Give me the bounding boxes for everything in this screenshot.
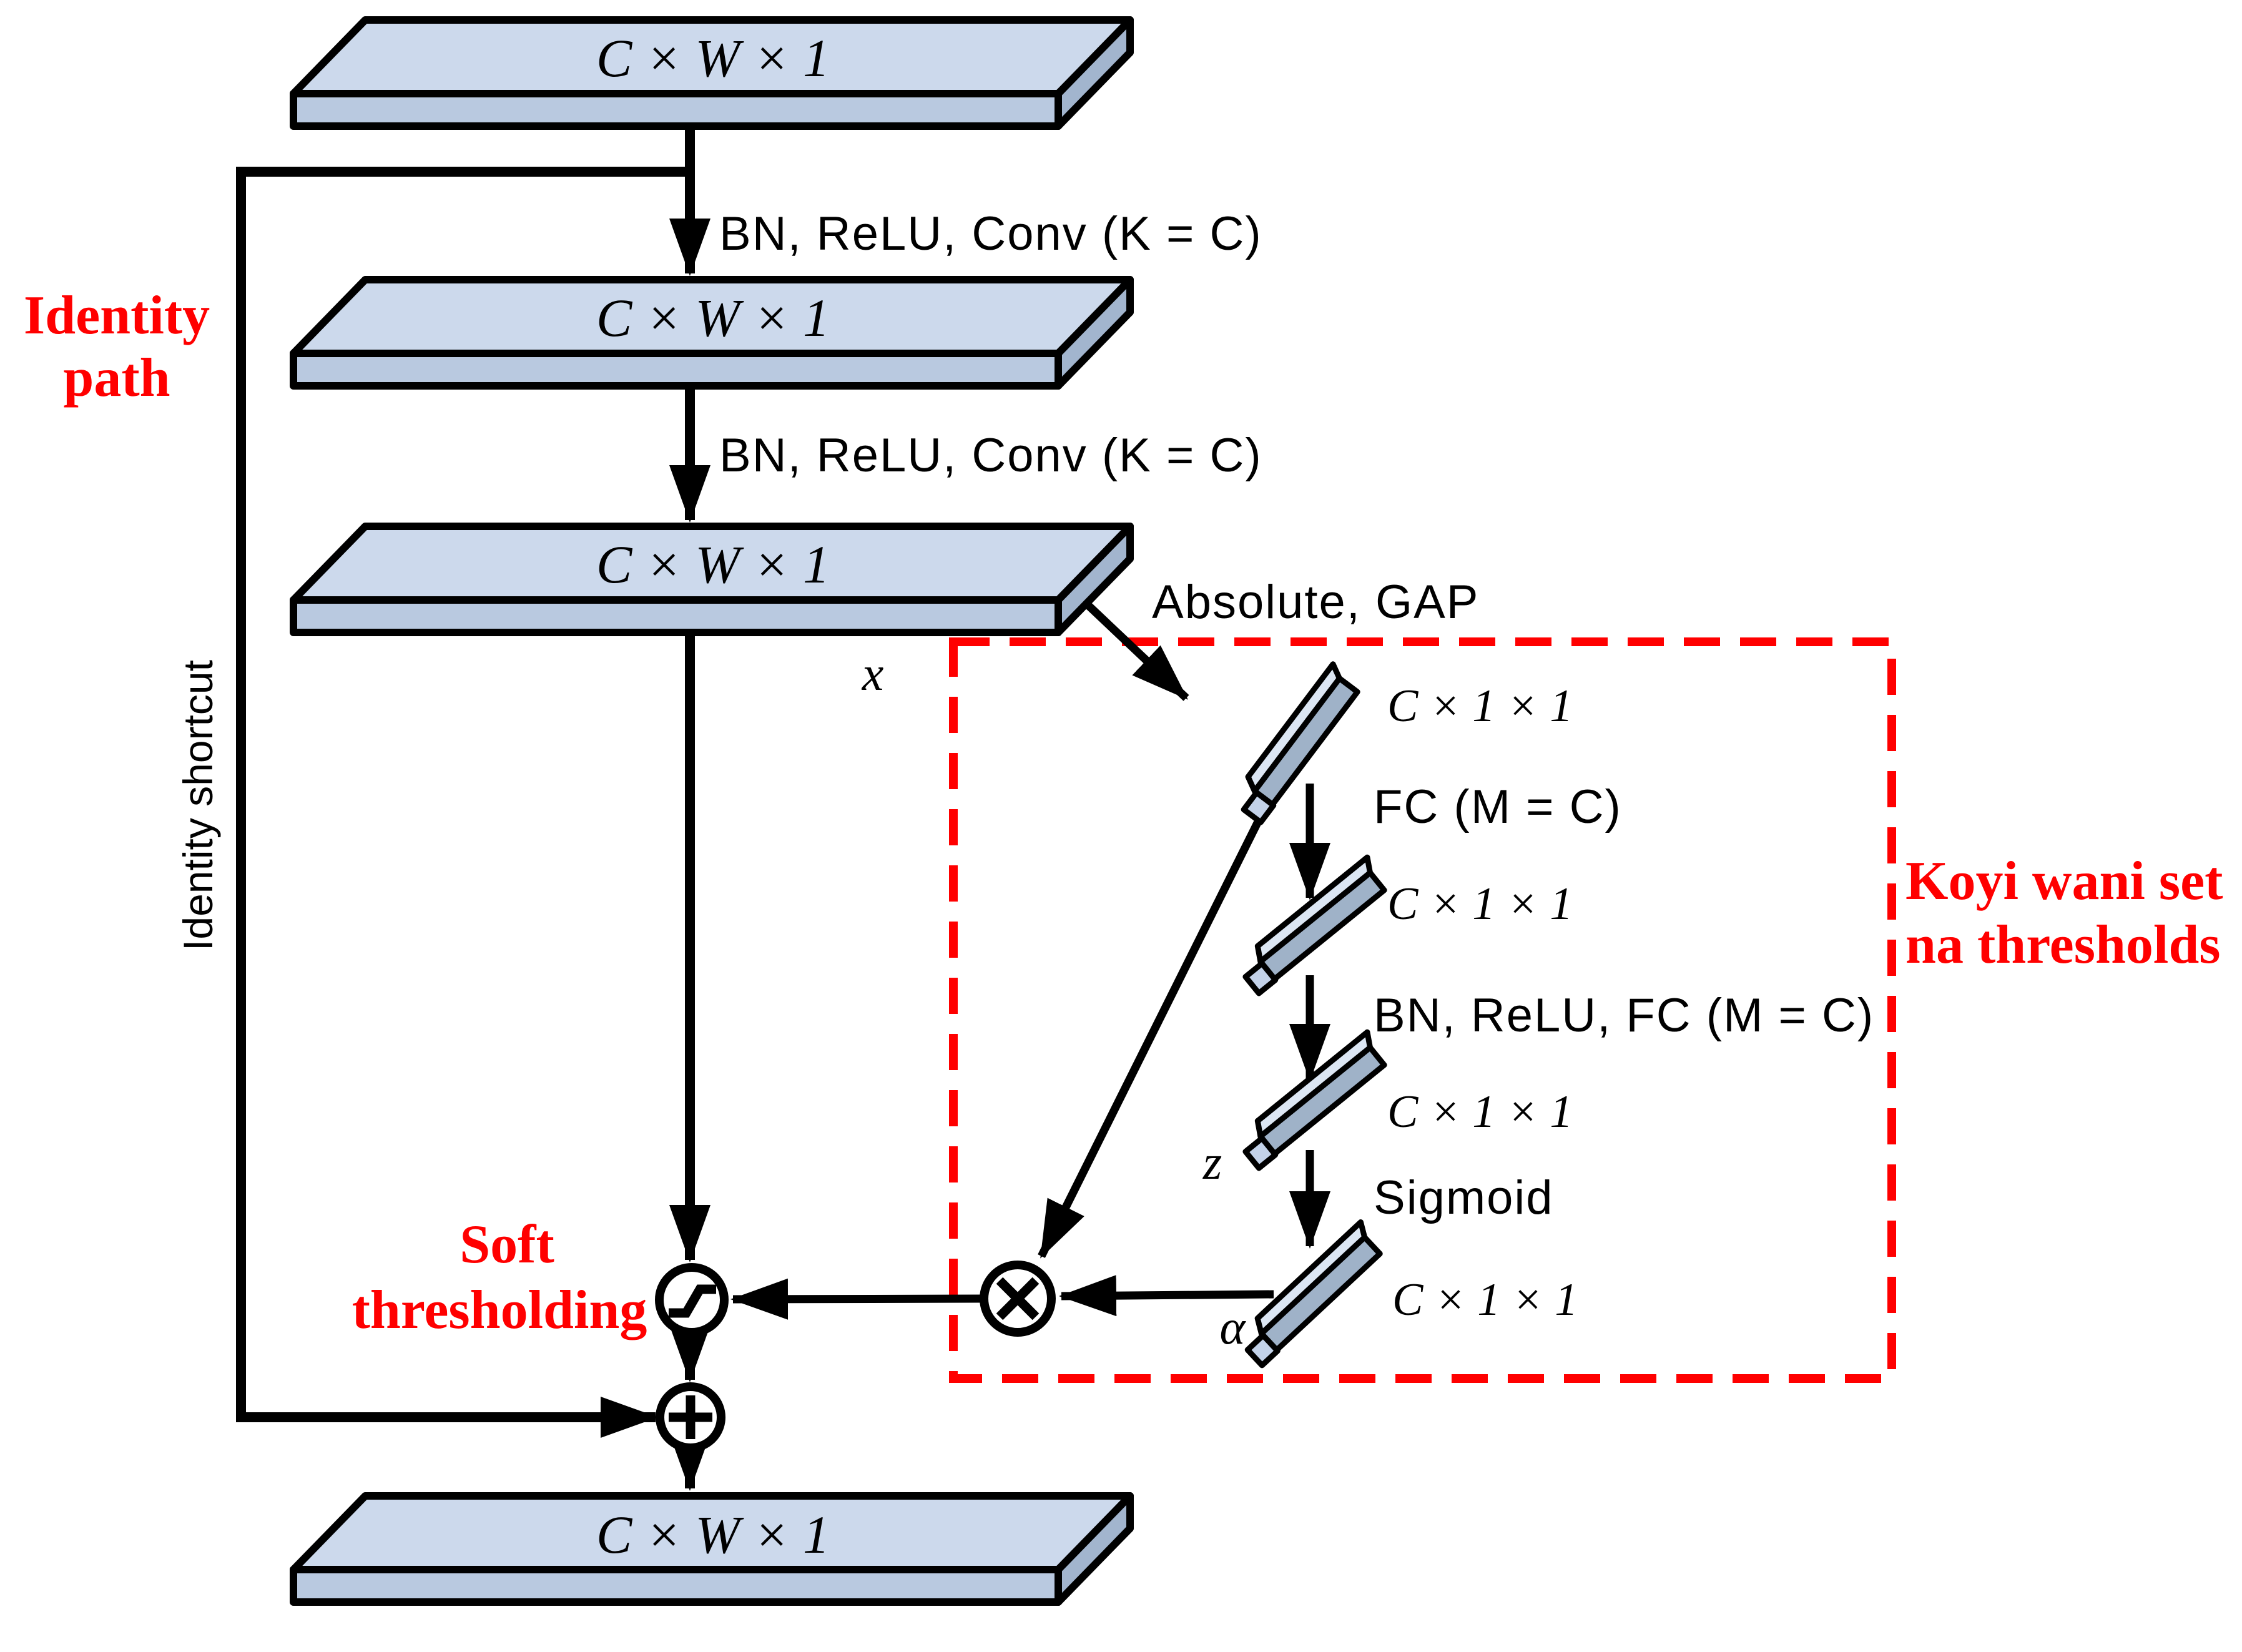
x-var-label: x [862,646,884,701]
feature-bar-z [1242,1029,1387,1171]
output-slab-dims-label: C × W × 1 [596,1505,830,1565]
slab3-dims-label: C × W × 1 [596,534,830,594]
identity-shortcut-label: Identity shortcut [175,660,221,951]
identity-shortcut-line [236,167,695,1438]
slab2-dims-label: C × W × 1 [596,288,830,348]
threshold-note-line1: Koyi wani set [1905,851,2223,912]
soft-thresholding-label-line1: Soft [460,1214,554,1275]
connector-lines [236,122,1330,1491]
block4-dims-label: C × 1 × 1 [1392,1274,1578,1325]
tensor-slab-3 [290,523,1134,636]
multiply-icon [980,1261,1056,1337]
tensor-slab-input [290,16,1134,130]
block2-dims-label: C × 1 × 1 [1387,878,1573,930]
alpha-var-label: α [1220,1300,1247,1354]
absolute-gap-label: Absolute, GAP [1152,576,1480,629]
arrow-x-to-multiply [1038,815,1264,1259]
sigmoid-label: Sigmoid [1374,1171,1554,1224]
conv2-label: BN, ReLU, Conv (K = C) [719,429,1262,482]
feature-bar-fc1 [1242,854,1387,996]
identity-path-label-line1: Identity [24,285,210,346]
identity-path-label-line2: path [63,348,170,408]
z-var-label: z [1202,1135,1222,1189]
tensor-slab-output [290,1492,1134,1606]
arrow-alpha-to-multiply [1059,1275,1274,1317]
add-icon [656,1382,725,1452]
soft-threshold-icon [655,1263,729,1337]
feature-bar-alpha [1244,1219,1383,1369]
threshold-note-line2: na thresholds [1905,915,2221,975]
tensor-slab-2 [290,276,1134,390]
block1-dims-label: C × 1 × 1 [1387,681,1573,732]
slab1-dims-label: C × W × 1 [596,28,830,88]
conv1-label: BN, ReLU, Conv (K = C) [719,207,1262,260]
fc1-label: FC (M = C) [1374,780,1622,833]
soft-thresholding-label-line2: thresholding [352,1280,647,1340]
feature-bar-gap [1241,661,1360,825]
threshold-subnet-box [949,637,1896,1383]
fc2-label: BN, ReLU, FC (M = C) [1374,989,1874,1042]
block3-dims-label: C × 1 × 1 [1387,1086,1573,1138]
